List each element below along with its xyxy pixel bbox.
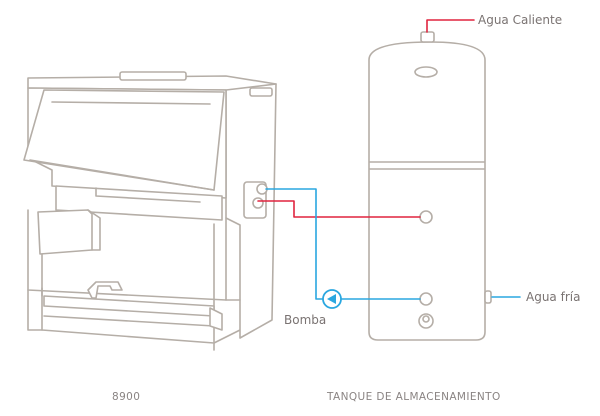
hot-water-label: Agua Caliente: [478, 13, 563, 27]
pump-label: Bomba: [284, 313, 327, 327]
hot-supply-pipe: [257, 200, 421, 218]
storage-tank: [368, 31, 492, 341]
boiler-unit: [23, 71, 277, 351]
boiler-top: [27, 75, 277, 91]
cold-water-pipes: [265, 188, 521, 300]
tank-caption: TANQUE DE ALMACENAMIENTO: [327, 391, 501, 403]
boiler-top-vent: [119, 71, 187, 81]
pump-icon: [322, 289, 342, 309]
hot-water-pipes: [257, 19, 475, 218]
cold-return-pipe: [265, 188, 421, 300]
tank-lower-port: [419, 292, 433, 306]
boiler-port-bottom: [252, 197, 264, 209]
cold-water-label: Agua fría: [526, 290, 581, 304]
tank-inspection-port: [414, 66, 438, 78]
boiler-caption: 8900: [112, 391, 141, 403]
control-box: [37, 209, 93, 255]
tank-body: [368, 41, 486, 341]
hot-outlet-pipe: [426, 19, 475, 33]
tank-cold-inlet: [484, 290, 492, 304]
tank-hot-outlet: [420, 31, 435, 43]
tank-upper-port: [419, 210, 433, 224]
drain-faucet: [87, 281, 123, 299]
